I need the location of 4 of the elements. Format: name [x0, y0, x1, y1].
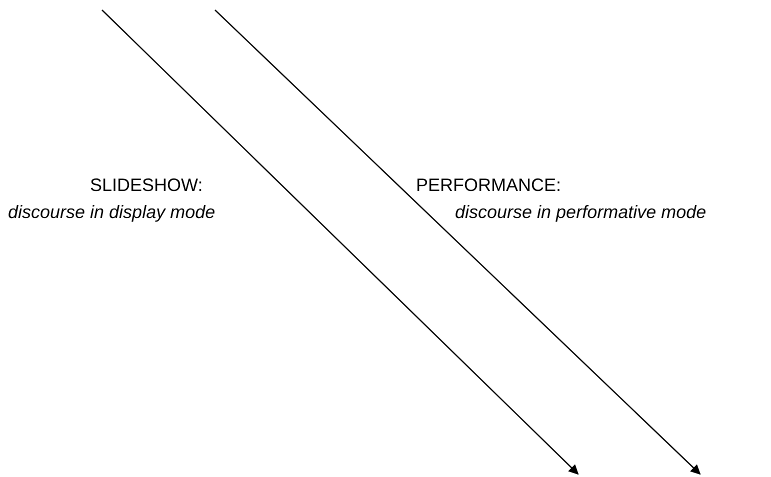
heading-label: PERFORMANCE:	[416, 174, 562, 196]
description-text: discourse in display mode	[8, 201, 216, 223]
heading-label: SLIDESHOW:	[90, 174, 203, 196]
description-text: discourse in performative mode	[455, 201, 706, 223]
